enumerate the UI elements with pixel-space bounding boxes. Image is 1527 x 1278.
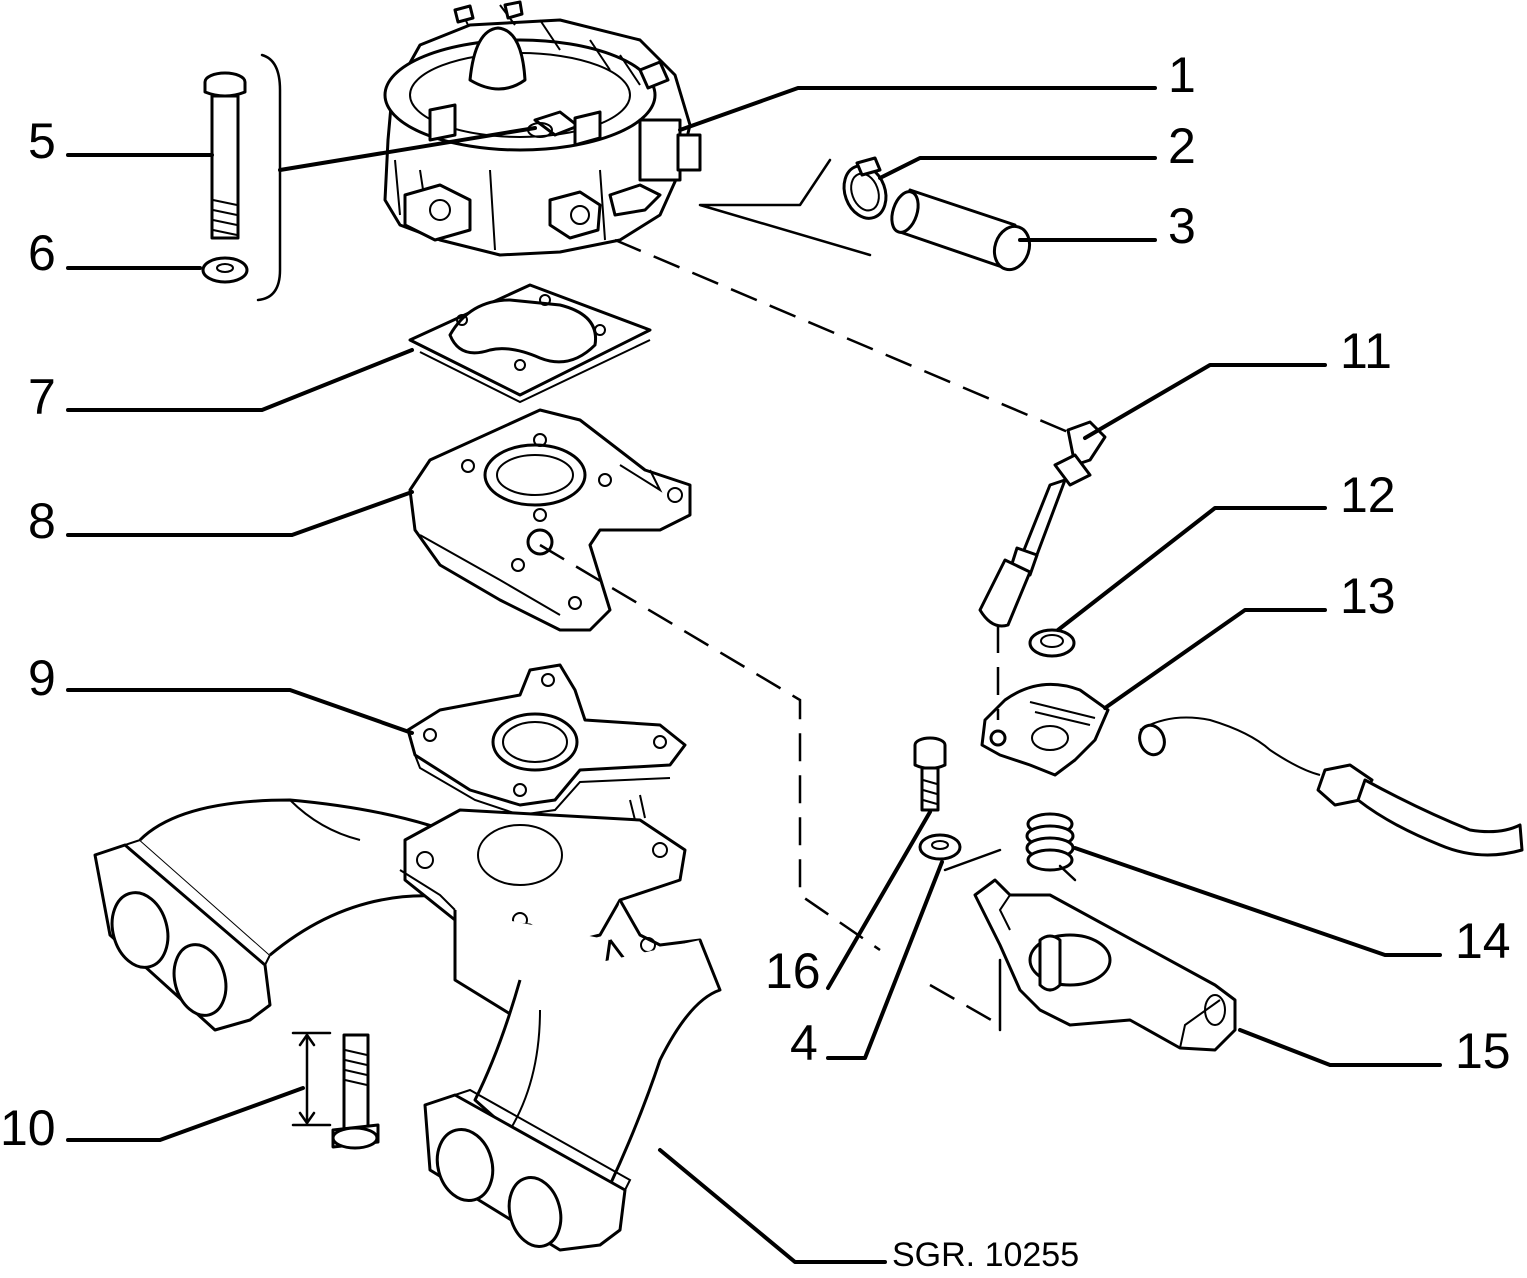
part-bracket xyxy=(973,878,1237,1052)
callout-1: 1 xyxy=(1168,47,1196,103)
callout-8: 8 xyxy=(28,493,56,549)
callout-2: 2 xyxy=(1168,118,1196,174)
leader-lines xyxy=(66,86,1442,1264)
callout-13: 13 xyxy=(1340,568,1396,624)
part-gasket-7 xyxy=(408,283,652,404)
part-control-rod xyxy=(978,420,1107,628)
drawing-reference: SGR. 10255 xyxy=(892,1236,1079,1274)
assembly-centerlines xyxy=(539,158,1076,1032)
callout-16: 16 xyxy=(765,943,821,999)
part-intake-manifold xyxy=(93,794,722,1252)
part-long-bolt xyxy=(203,71,247,240)
part-hose-clamp xyxy=(842,156,888,220)
part-washer-6 xyxy=(201,256,249,284)
callout-6: 6 xyxy=(28,225,56,281)
part-stud-bolt xyxy=(291,1031,380,1150)
callout-5: 5 xyxy=(28,113,56,169)
callout-11: 11 xyxy=(1340,323,1392,379)
part-coil-spring xyxy=(1025,812,1077,882)
bracket-group-5-6 xyxy=(256,53,282,302)
part-hose xyxy=(890,188,1032,272)
callout-12: 12 xyxy=(1340,467,1396,523)
callout-7: 7 xyxy=(28,369,56,425)
callout-14: 14 xyxy=(1455,913,1511,969)
callout-15: 15 xyxy=(1455,1023,1511,1079)
part-lever-sensor xyxy=(980,682,1524,857)
part-washer-4 xyxy=(918,833,962,861)
part-throttle-body xyxy=(383,0,702,257)
part-spacer-flange xyxy=(408,408,692,632)
callout-3: 3 xyxy=(1168,198,1196,254)
part-screw xyxy=(913,736,947,812)
part-spring-washer xyxy=(1028,628,1076,658)
callout-4: 4 xyxy=(790,1015,818,1071)
part-gasket-9 xyxy=(406,663,687,817)
callout-10: 10 xyxy=(0,1100,56,1156)
callout-9: 9 xyxy=(28,650,56,706)
